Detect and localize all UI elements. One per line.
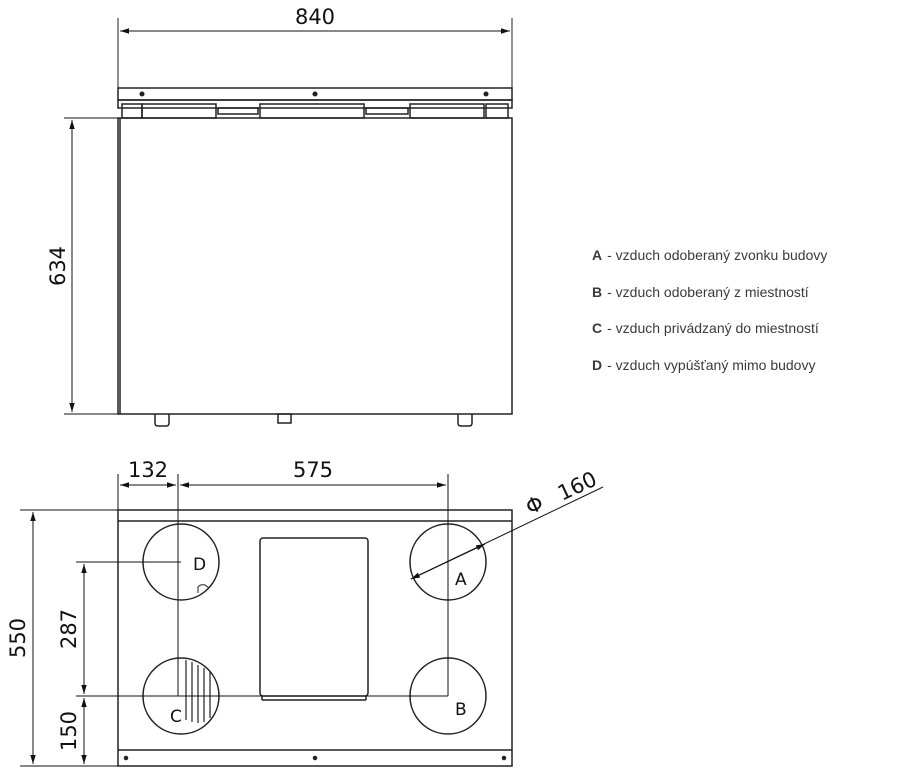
legend-item-b: B- vzduch odoberaný z miestností bbox=[592, 281, 827, 318]
legend-item-d: D- vzduch vypúšťaný mimo budovy bbox=[592, 354, 827, 391]
legend-text: - vzduch odoberaný z miestností bbox=[607, 283, 809, 300]
port-label-b: B bbox=[455, 700, 467, 720]
legend-text: - vzduch privádzaný do miestností bbox=[607, 320, 819, 336]
port-label-c: C bbox=[170, 707, 182, 727]
dimension-label-550: 550 bbox=[6, 618, 30, 658]
dimension-287: 287 bbox=[57, 564, 87, 694]
dimension-634: 634 bbox=[46, 117, 118, 415]
legend-key: D bbox=[592, 356, 603, 373]
front-view bbox=[117, 18, 513, 427]
dimension-label-287: 287 bbox=[57, 609, 81, 649]
dimension-575: 575 bbox=[180, 458, 446, 488]
dimension-132: 132 bbox=[120, 458, 176, 488]
dimension-diameter-160: Φ 160 bbox=[410, 467, 604, 580]
dimension-150: 150 bbox=[57, 698, 87, 764]
dimension-label-575: 575 bbox=[293, 458, 333, 482]
reference-lines bbox=[20, 474, 449, 767]
dimension-label-634: 634 bbox=[46, 246, 70, 286]
dimension-840: 840 bbox=[120, 5, 510, 34]
dimension-label-150: 150 bbox=[57, 711, 81, 751]
legend-text: - vzduch odoberaný zvonku budovy bbox=[607, 247, 828, 263]
bottom-view bbox=[117, 509, 513, 767]
legend-text: - vzduch vypúšťaný mimo budovy bbox=[607, 356, 816, 373]
legend-item-c: C- vzduch privádzaný do miestností bbox=[592, 317, 827, 354]
port-label-d: D bbox=[193, 555, 206, 575]
dimension-550: 550 bbox=[6, 512, 36, 764]
dimension-label-132: 132 bbox=[128, 458, 168, 482]
legend: A- vzduch odoberaný zvonku budovy B- vzd… bbox=[592, 244, 827, 390]
dimension-label-840: 840 bbox=[295, 5, 335, 29]
legend-key: C bbox=[592, 320, 603, 336]
legend-key: A bbox=[592, 247, 603, 263]
port-label-a: A bbox=[455, 570, 467, 590]
legend-item-a: A- vzduch odoberaný zvonku budovy bbox=[592, 244, 827, 281]
legend-key: B bbox=[592, 283, 603, 300]
